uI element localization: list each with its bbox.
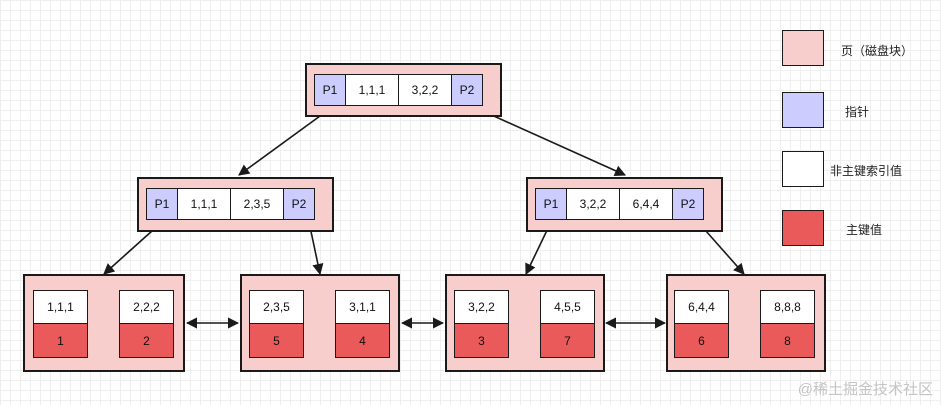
leaf-2-key-1: 2,3,5 (249, 290, 304, 323)
watermark-text: @稀土掘金技术社区 (797, 381, 933, 398)
root-key-2: 3,2,2 (398, 74, 452, 106)
internal-left-pointer-p2: P2 (283, 188, 315, 220)
internal-left-key-2: 2,3,5 (230, 188, 284, 220)
leaf-2-primary-key-2: 4 (335, 323, 390, 358)
leaf-2-key-2: 3,1,1 (335, 290, 390, 323)
leaf-2-primary-key-1: 5 (249, 323, 304, 358)
legend-swatch-pointer (782, 92, 824, 128)
legend-swatch-index-value (782, 151, 824, 187)
internal-left-pointer-p1: P1 (146, 188, 178, 220)
internal-right-pointer-p2: P2 (672, 188, 704, 220)
internal-right-pointer-p1: P1 (535, 188, 567, 220)
internal-left-entry-row: P1 1,1,1 2,3,5 P2 (146, 188, 315, 220)
root-pointer-p2: P2 (451, 74, 483, 106)
leaf-4-key-2: 8,8,8 (760, 290, 815, 323)
leaf-4-primary-key-2: 8 (760, 323, 815, 358)
root-entry-row: P1 1,1,1 3,2,2 P2 (314, 74, 483, 106)
legend-swatch-primary-key (782, 210, 824, 246)
legend-label-page: 页（磁盘块） (841, 44, 914, 58)
internal-right-entry-row: P1 3,2,2 6,4,4 P2 (535, 188, 704, 220)
leaf-3-primary-key-1: 3 (454, 323, 509, 358)
root-key-1: 1,1,1 (345, 74, 399, 106)
leaf-4-primary-key-1: 6 (674, 323, 729, 358)
arrow-root-p1-to-left (238, 107, 332, 176)
internal-right-key-1: 3,2,2 (566, 188, 620, 220)
leaf-3-key-1: 3,2,2 (454, 290, 509, 323)
legend-label-index-value: 非主键索引值 (830, 164, 903, 178)
legend-label-primary-key: 主键值 (846, 223, 883, 237)
root-pointer-p1: P1 (314, 74, 346, 106)
leaf-4-key-1: 6,4,4 (674, 290, 729, 323)
legend-swatch-page (782, 30, 824, 66)
internal-left-key-1: 1,1,1 (177, 188, 231, 220)
arrow-root-p2-to-right (475, 107, 627, 176)
leaf-1-primary-key-2: 2 (119, 323, 174, 358)
leaf-1-key-1: 1,1,1 (33, 290, 88, 323)
leaf-1-primary-key-1: 1 (33, 323, 88, 358)
legend-label-pointer: 指针 (845, 105, 870, 119)
leaf-3-primary-key-2: 7 (540, 323, 595, 358)
leaf-1-key-2: 2,2,2 (119, 290, 174, 323)
leaf-3-key-2: 4,5,5 (540, 290, 595, 323)
internal-right-key-2: 6,4,4 (619, 188, 673, 220)
